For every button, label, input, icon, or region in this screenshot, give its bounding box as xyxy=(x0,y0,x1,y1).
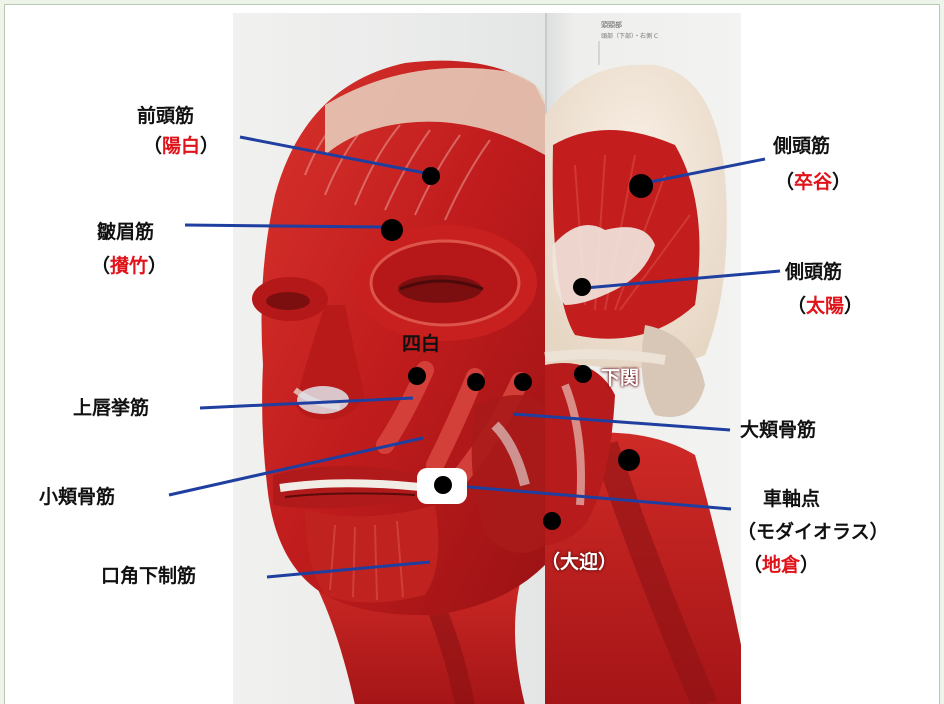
dot-yangbai xyxy=(422,167,440,185)
label-cuanzhu: （攅竹） xyxy=(91,257,167,276)
dot-cuanzhu xyxy=(381,219,403,241)
label-sibai: 四白 xyxy=(402,335,440,354)
label-modiolus-alias: （モダイオラス） xyxy=(737,523,889,542)
label-depressor-anguli: 口角下制筋 xyxy=(101,567,196,586)
dot-shuaigu xyxy=(629,174,653,198)
label-levator-labii: 上唇挙筋 xyxy=(73,399,149,418)
label-corrugator: 皺眉筋 xyxy=(97,223,154,242)
dot-dicang xyxy=(434,476,452,494)
dot-sibai xyxy=(408,367,426,385)
small-title: 頭頸部 xyxy=(601,20,622,29)
dot-zygomatic-2 xyxy=(514,373,532,391)
dot-taiyang xyxy=(573,278,591,296)
label-shuaigu: （卒谷） xyxy=(775,173,851,192)
dot-zygomatic-1 xyxy=(467,373,485,391)
label-zygomaticus-minor: 小頬骨筋 xyxy=(39,488,115,507)
dot-daying xyxy=(543,512,561,530)
label-temporalis-lower: 側頭筋 xyxy=(785,263,842,282)
label-zygomaticus-major: 大頬骨筋 xyxy=(740,421,816,440)
small-subtitle: 頭部（下部）・右側 C xyxy=(601,32,658,40)
label-dicang: （地倉） xyxy=(743,556,819,575)
label-taiyang: （太陽） xyxy=(787,297,863,316)
label-frontalis: 前頭筋 xyxy=(137,107,194,126)
label-daying: （大迎） xyxy=(541,553,617,572)
label-yangbai: （陽白） xyxy=(143,137,219,156)
dot-neck xyxy=(618,449,640,471)
label-xiaguan: 下関 xyxy=(601,369,639,388)
figure-frame: 頭頸部 頭部（下部）・右側 C xyxy=(4,4,940,704)
label-modiolus-title: 車軸点 xyxy=(763,490,820,509)
label-temporalis-upper: 側頭筋 xyxy=(773,137,830,156)
dot-xiaguan xyxy=(574,365,592,383)
